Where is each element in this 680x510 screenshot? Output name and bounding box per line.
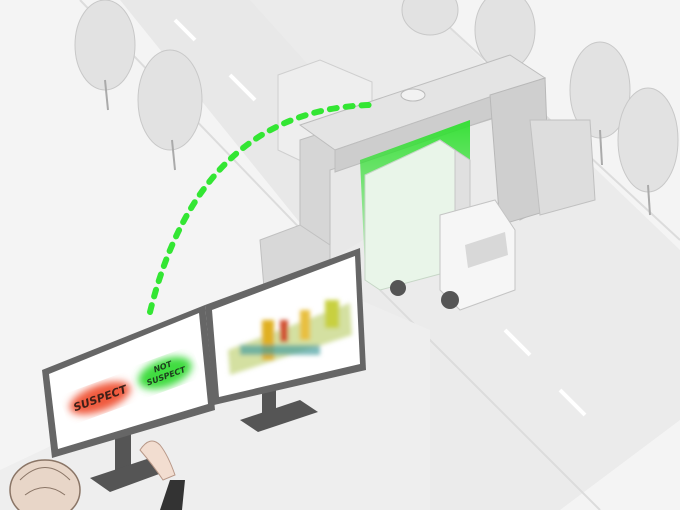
scanner-sensor	[400, 88, 426, 102]
trees	[74, 0, 679, 216]
tree-icon	[569, 41, 631, 166]
tree-icon	[401, 0, 459, 36]
scan-image-monitor	[205, 248, 366, 432]
signal-arc	[147, 102, 373, 315]
xray-scan-image	[228, 300, 352, 375]
truck	[364, 139, 516, 311]
operator-head	[9, 459, 81, 510]
not-suspect-button[interactable]: NOT SUSPECT	[134, 350, 196, 395]
tree-icon	[617, 87, 679, 216]
operator-hand	[139, 440, 176, 481]
wheel	[441, 291, 459, 309]
scanner-gantry	[259, 54, 596, 301]
control-cabin	[529, 119, 596, 216]
operator	[9, 440, 185, 510]
tree-icon	[74, 0, 136, 111]
lane-markings	[173, 18, 587, 417]
decision-monitor: SUSPECT NOT SUSPECT	[42, 305, 215, 492]
tree-icon	[137, 49, 203, 171]
wheel	[390, 280, 406, 296]
operator-arm	[160, 480, 185, 510]
